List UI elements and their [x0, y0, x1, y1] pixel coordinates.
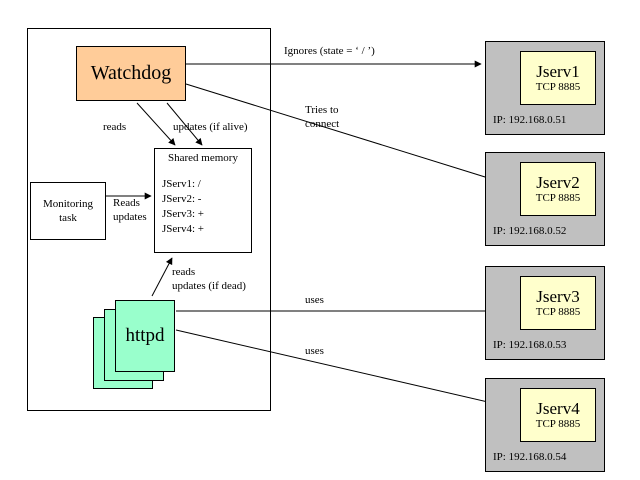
- edge-label-reads-monitor-line1: Reads: [113, 197, 140, 209]
- edge-label-updates-if-alive: updates (if alive): [173, 121, 248, 133]
- jserv3-port: TCP 8885: [535, 306, 581, 318]
- edge-label-ignores: Ignores (state = ‘ / ’): [284, 45, 375, 57]
- jserv1-port: TCP 8885: [535, 81, 581, 93]
- edge-label-tries-to-connect: Tries to connect: [305, 103, 339, 131]
- jserv4-port: TCP 8885: [535, 418, 581, 430]
- edge-label-reads-watchdog: reads: [103, 121, 127, 133]
- jserv1-ip: IP: 192.168.0.51: [493, 114, 567, 126]
- jserv3-process-box[interactable]: Jserv3 TCP 8885: [520, 276, 596, 330]
- shared-memory-entry: JServ1: /: [162, 178, 201, 190]
- machine-jserv1[interactable]: Jserv1 TCP 8885 IP: 192.168.0.51: [485, 41, 605, 135]
- edge-label-reads-monitor-line2: updates: [113, 211, 147, 223]
- monitoring-task-label-line2: task: [59, 212, 77, 224]
- jserv4-process-box[interactable]: Jserv4 TCP 8885: [520, 388, 596, 442]
- shared-memory-entries: JServ1: / JServ2: - JServ3: + JServ4: +: [155, 177, 204, 237]
- machine-jserv2[interactable]: Jserv2 TCP 8885 IP: 192.168.0.52: [485, 152, 605, 246]
- edge-label-tries-line1: Tries to: [305, 104, 339, 116]
- jserv2-ip: IP: 192.168.0.52: [493, 225, 567, 237]
- edge-label-reads-updates-monitoring: Reads updates: [113, 196, 147, 224]
- jserv3-ip: IP: 192.168.0.53: [493, 339, 567, 351]
- machine-jserv4[interactable]: Jserv4 TCP 8885 IP: 192.168.0.54: [485, 378, 605, 472]
- monitoring-task-label-line1: Monitoring: [42, 198, 94, 210]
- edge-label-reads-httpd-line2: updates (if dead): [172, 280, 246, 292]
- jserv4-name: Jserv4: [536, 399, 580, 418]
- edge-label-uses-jserv4: uses: [305, 345, 324, 357]
- jserv3-name: Jserv3: [536, 287, 580, 306]
- jserv1-name: Jserv1: [536, 62, 580, 81]
- edge-label-reads-updates-if-dead: reads updates (if dead): [172, 265, 246, 293]
- watchdog-box[interactable]: Watchdog: [76, 46, 186, 101]
- jserv2-name: Jserv2: [536, 173, 580, 192]
- monitoring-task-box[interactable]: Monitoring task: [30, 182, 106, 240]
- shared-memory-title: Shared memory: [168, 152, 238, 164]
- httpd-label: httpd: [125, 325, 165, 346]
- edge-label-tries-line2: connect: [305, 118, 340, 130]
- edge-label-uses-jserv3: uses: [305, 294, 324, 306]
- host-server-boundary: [27, 28, 271, 411]
- jserv4-ip: IP: 192.168.0.54: [493, 451, 567, 463]
- jserv1-process-box[interactable]: Jserv1 TCP 8885: [520, 51, 596, 105]
- jserv2-port: TCP 8885: [535, 192, 581, 204]
- shared-memory-entry: JServ4: +: [162, 223, 204, 235]
- edge-label-reads-httpd-line1: reads: [172, 266, 196, 278]
- shared-memory-box[interactable]: Shared memory JServ1: / JServ2: - JServ3…: [154, 148, 252, 253]
- shared-memory-entry: JServ2: -: [162, 193, 202, 205]
- jserv2-process-box[interactable]: Jserv2 TCP 8885: [520, 162, 596, 216]
- shared-memory-entry: JServ3: +: [162, 208, 204, 220]
- machine-jserv3[interactable]: Jserv3 TCP 8885 IP: 192.168.0.53: [485, 266, 605, 360]
- httpd-box[interactable]: httpd: [115, 300, 175, 372]
- watchdog-label: Watchdog: [90, 62, 172, 84]
